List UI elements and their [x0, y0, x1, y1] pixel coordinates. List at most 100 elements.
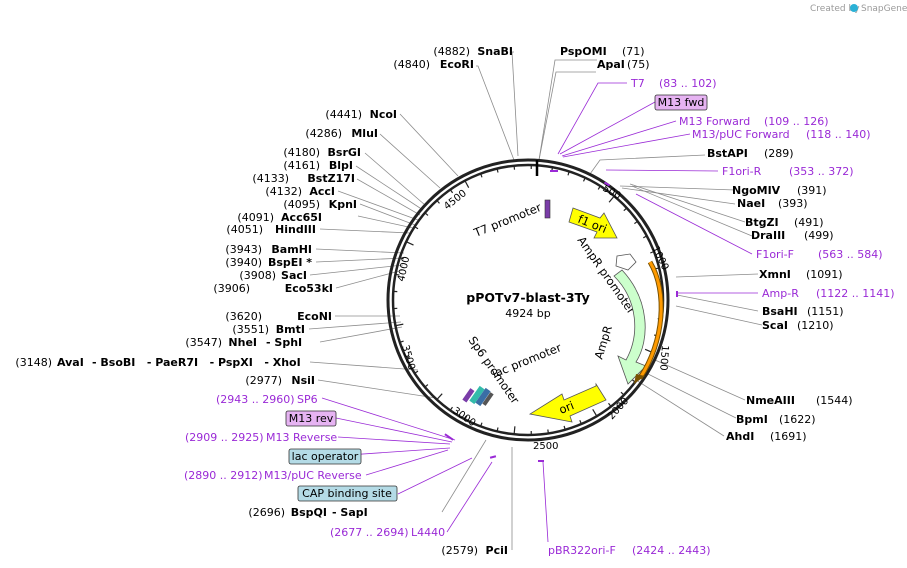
leader-xmni [675, 273, 759, 278]
primer-leader-lines [321, 82, 758, 543]
boxed-labels: M13 fwd M13 rev lac operator CAP binding… [285, 94, 708, 502]
tick-label-4000: 4000 [396, 255, 412, 282]
site-pos: (4091) [237, 211, 274, 224]
leader-saci [309, 264, 404, 276]
primer-name: M13/pUC Forward [692, 128, 790, 141]
m13-rev-label: M13 rev [289, 412, 334, 425]
site-pos: (3551) [232, 323, 269, 336]
site-pos: (4840) [393, 58, 430, 71]
primer-range: (83 .. 102) [659, 77, 717, 90]
primer-name: M13/pUC Reverse [264, 469, 362, 482]
right-primer-labels: T7 (83 .. 102) M13 Forward (109 .. 126) … [548, 77, 895, 557]
leader-nsii [317, 379, 437, 399]
site-pos: (4132) [265, 185, 302, 198]
site-name: AccI [309, 185, 335, 198]
site-name: BlpI [329, 159, 353, 172]
leader-lines [308, 51, 763, 550]
minor-tick [414, 226, 419, 230]
minor-tick [567, 171, 570, 176]
site-name: HindIII [275, 223, 316, 236]
snapgene-logo-icon [850, 4, 858, 12]
site-name: BsrGI [328, 146, 361, 159]
leader-t7 [557, 82, 627, 155]
leader-cap-binding-site [397, 457, 473, 495]
site-pos: (4133) [252, 172, 289, 185]
leader-bspqi [441, 439, 487, 513]
site-pos: (393) [778, 197, 808, 210]
leader-f1ori-r [605, 169, 719, 172]
primer-range: (2677 .. 2694) [330, 526, 409, 539]
minor-tick [620, 391, 625, 396]
t7-promoter-block [544, 199, 551, 219]
cap-binding-site-label: CAP binding site [302, 487, 392, 500]
minor-tick [634, 220, 639, 225]
minor-tick [399, 340, 404, 343]
minor-tick [424, 212, 429, 216]
primer-name: Amp-R [762, 287, 799, 300]
minor-tick [399, 257, 404, 260]
leader-hindiii [319, 228, 411, 234]
site-name: NgoMIV [732, 184, 781, 197]
site-pos: (4051) [226, 223, 263, 236]
leader-bmti [308, 321, 402, 330]
primer-name: F1ori-R [722, 165, 762, 178]
site-name: BstAPI [707, 147, 748, 160]
site-name: BmtI [276, 323, 305, 336]
cap-block [475, 387, 491, 407]
snapgene-brand-text: SnapGene [861, 4, 907, 14]
branding: Created by SnapGene [810, 4, 907, 14]
minor-tick [643, 235, 648, 239]
site-pos: (3620) [225, 310, 262, 323]
minor-tick [582, 177, 586, 182]
plasmid-name: pPOTv7-blast-3Ty [466, 290, 589, 305]
leader-bstapi [589, 154, 706, 175]
site-pos: (3940) [225, 256, 262, 269]
leader-bsahi [676, 294, 759, 312]
site-name: NheI [228, 336, 257, 349]
primer-range: (2424 .. 2443) [632, 544, 711, 557]
ampr-promoter-arrow [615, 253, 637, 271]
site-name: PspOMI [560, 45, 607, 58]
ampr-arrow [613, 269, 647, 385]
leader-m13-reverse [337, 436, 451, 445]
backbone-outer-circle [386, 158, 670, 442]
site-name: AhdI [726, 430, 754, 443]
leader-bsrgi [364, 152, 426, 206]
minor-tick [480, 422, 483, 427]
site-pos: (4180) [283, 146, 320, 159]
site-name: SnaBI [477, 45, 513, 58]
site-pos: (1622) [779, 413, 816, 426]
leader-m13-puc-forward [562, 133, 691, 158]
primer-range: (2890 .. 2912) [184, 469, 263, 482]
tick-label-1500: 1500 [657, 345, 670, 371]
leader-m13-fwd-box [559, 101, 656, 155]
primer-name: SP6 [297, 393, 318, 406]
site-name: BsaHI [762, 305, 798, 318]
site-pos: (4095) [283, 198, 320, 211]
lac-promoter-label: lac promoter [490, 340, 564, 381]
site-name: DraIII [751, 229, 785, 242]
site-pos: (1544) [816, 394, 853, 407]
leader-ahdi [635, 379, 725, 437]
site-name: BtgZI [745, 216, 779, 229]
major-tick [592, 408, 598, 417]
leader-snabi [511, 51, 519, 157]
leader-acc65i [357, 215, 414, 229]
site-name: BamHI [271, 243, 312, 256]
lac-promoter-block [469, 385, 485, 405]
site-pos: (3547) [185, 336, 222, 349]
site-name: Acc65I [281, 211, 322, 224]
site-name: AvaI [57, 356, 84, 369]
minor-tick [405, 356, 411, 359]
lac-operator-label: lac operator [292, 450, 359, 463]
leader-btgzi [629, 183, 746, 223]
left-site-labels: (4882) SnaBI (4840) EcoRI (4441) NcoI (4… [15, 45, 513, 557]
site-pos: (2696) [248, 506, 285, 519]
leader-acci [337, 190, 419, 221]
primer-mark-ampr [676, 291, 678, 297]
leader-f1ori-f [635, 193, 753, 255]
site-name: BspQI [291, 506, 327, 519]
site-pos: (499) [804, 229, 834, 242]
minor-tick [449, 406, 453, 411]
